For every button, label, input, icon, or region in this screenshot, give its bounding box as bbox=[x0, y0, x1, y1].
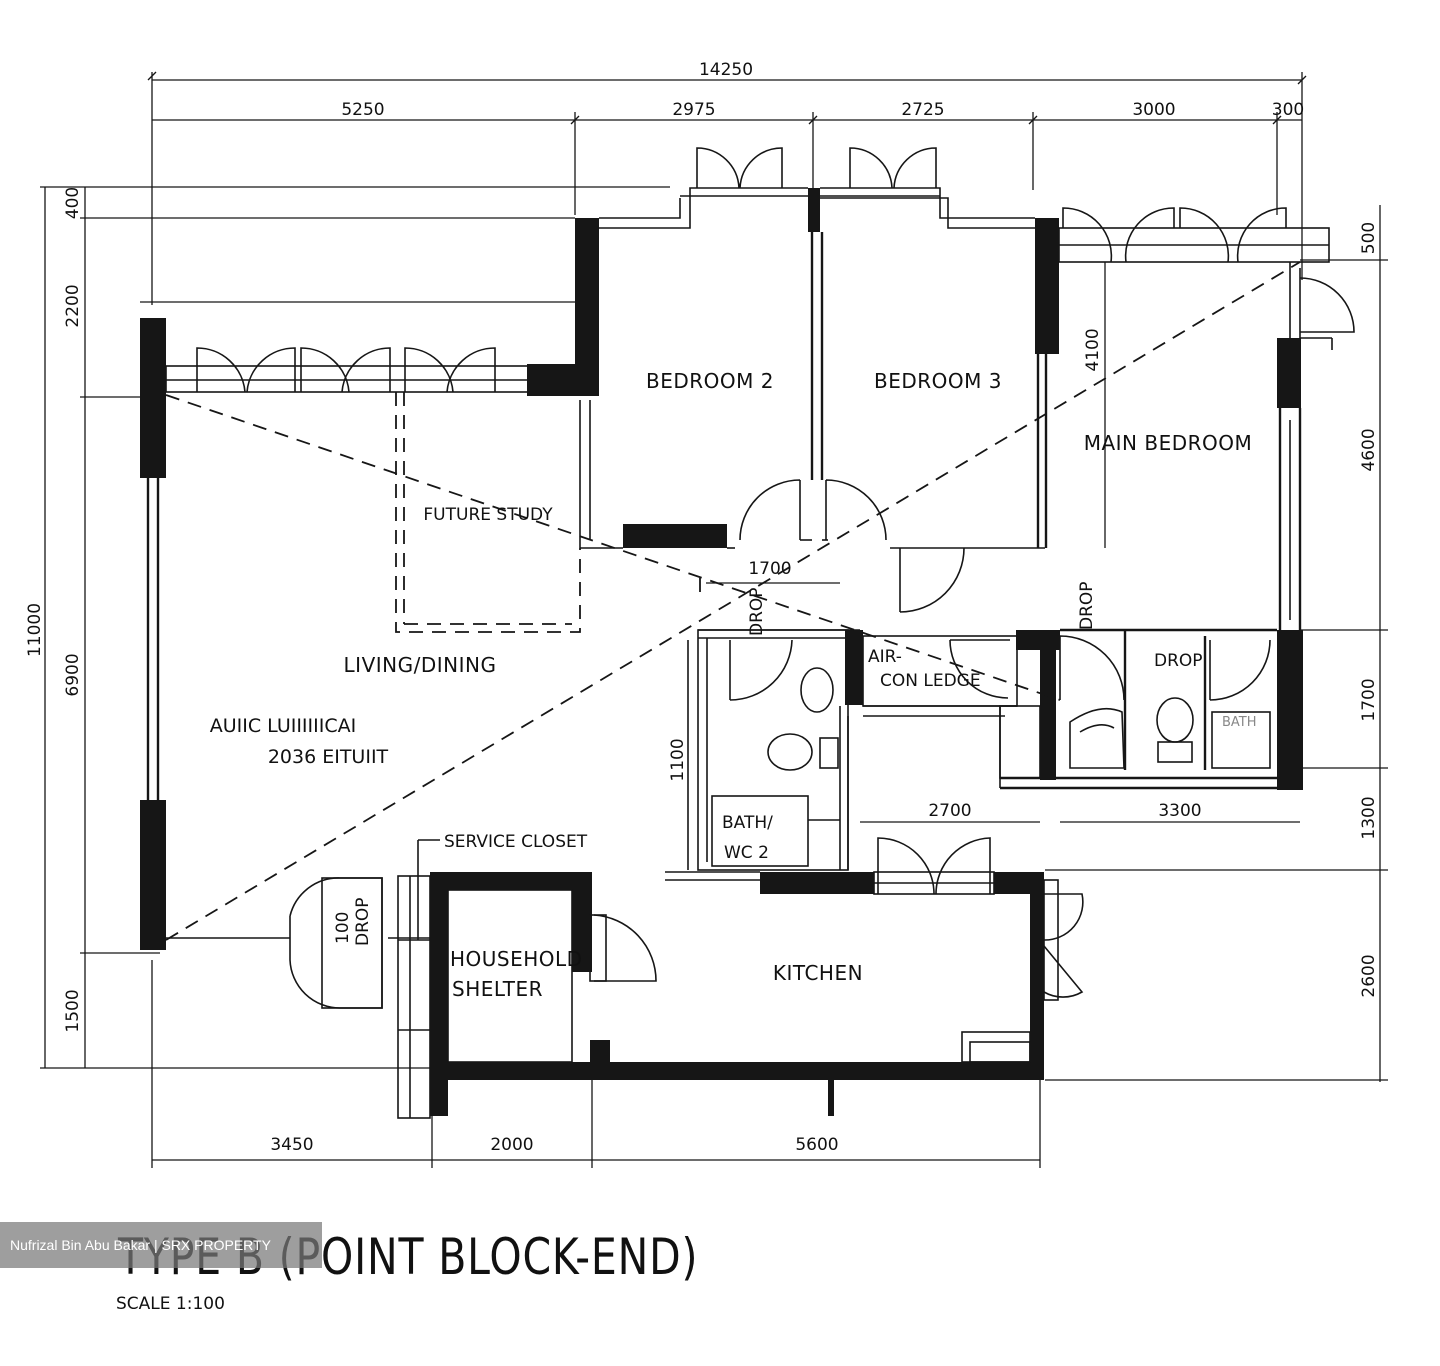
label-faded-1: AUIIC LUIIIIIICAI bbox=[210, 715, 356, 737]
label-future-study: FUTURE STUDY bbox=[423, 505, 553, 525]
dashed-guides bbox=[165, 261, 1301, 941]
dim-right-2: 4600 bbox=[1359, 428, 1379, 471]
dim-top-5: 300 bbox=[1272, 100, 1304, 120]
dim-top-4: 3000 bbox=[1132, 100, 1175, 120]
label-drop-bath: DROP bbox=[1154, 651, 1203, 671]
label-faded-2: 2036 EITUIIT bbox=[268, 746, 389, 768]
label-bath-2-line2: WC 2 bbox=[724, 843, 769, 863]
label-main-bedroom: MAIN BEDROOM bbox=[1084, 431, 1253, 455]
dim-top-total: 14250 bbox=[699, 60, 753, 80]
label-bath-2-line1: BATH/ bbox=[722, 813, 773, 833]
label-kitchen: KITCHEN bbox=[773, 961, 863, 985]
dim-left-2: 2200 bbox=[63, 284, 83, 327]
dim-right-1: 500 bbox=[1359, 222, 1379, 254]
dim-bath2-side: 1100 bbox=[668, 738, 688, 781]
label-bedroom-2: BEDROOM 2 bbox=[646, 369, 774, 393]
dimension-lines bbox=[40, 71, 1388, 1168]
dim-left-4: 1500 bbox=[63, 989, 83, 1032]
dim-left-total: 11000 bbox=[25, 603, 45, 657]
label-living-dining: LIVING/DINING bbox=[344, 653, 497, 677]
label-household-2: SHELTER bbox=[452, 977, 543, 1001]
fixtures bbox=[767, 667, 1194, 771]
label-drop-entrance-100: 100 bbox=[333, 912, 353, 944]
plan-scale: SCALE 1:100 bbox=[116, 1294, 225, 1314]
dim-bath-width: 3300 bbox=[1158, 801, 1201, 821]
label-aircon-2: CON LEDGE bbox=[880, 671, 981, 691]
dim-ledge-width: 2700 bbox=[928, 801, 971, 821]
dim-left-1: 400 bbox=[63, 187, 83, 219]
label-bedroom-3: BEDROOM 3 bbox=[874, 369, 1002, 393]
label-drop-entrance: DROP bbox=[353, 897, 373, 946]
partitions bbox=[146, 187, 1333, 1119]
dim-bottom-2: 2000 bbox=[490, 1135, 533, 1155]
dim-main-bedroom: 4100 bbox=[1083, 328, 1103, 371]
label-household-1: HOUSEHOLD bbox=[450, 947, 583, 971]
watermark-banner: Nufrizal Bin Abu Bakar | SRX PROPERTY bbox=[0, 1222, 322, 1268]
label-drop-bath2: DROP bbox=[747, 587, 767, 636]
dim-top-3: 2725 bbox=[901, 100, 944, 120]
dim-right-4: 1300 bbox=[1359, 796, 1379, 839]
dim-corridor: 1700 bbox=[748, 559, 791, 579]
dim-bottom-1: 3450 bbox=[270, 1135, 313, 1155]
dimension-labels: 14250 5250 2975 2725 3000 300 11000 400 … bbox=[25, 60, 1379, 1155]
doors bbox=[196, 147, 1355, 1009]
label-drop-main: DROP bbox=[1077, 581, 1097, 630]
room-labels: BEDROOM 2 BEDROOM 3 MAIN BEDROOM FUTURE … bbox=[210, 369, 1257, 1001]
walls bbox=[140, 188, 1303, 1116]
label-bath-faded: BATH bbox=[1222, 715, 1257, 730]
dim-right-5: 2600 bbox=[1359, 954, 1379, 997]
label-service-closet: SERVICE CLOSET bbox=[444, 832, 588, 852]
dim-bottom-3: 5600 bbox=[795, 1135, 838, 1155]
label-aircon-1: AIR- bbox=[868, 647, 902, 667]
dim-top-2: 2975 bbox=[672, 100, 715, 120]
dim-top-1: 5250 bbox=[341, 100, 384, 120]
dim-right-3: 1700 bbox=[1359, 678, 1379, 721]
dim-left-3: 6900 bbox=[63, 653, 83, 696]
